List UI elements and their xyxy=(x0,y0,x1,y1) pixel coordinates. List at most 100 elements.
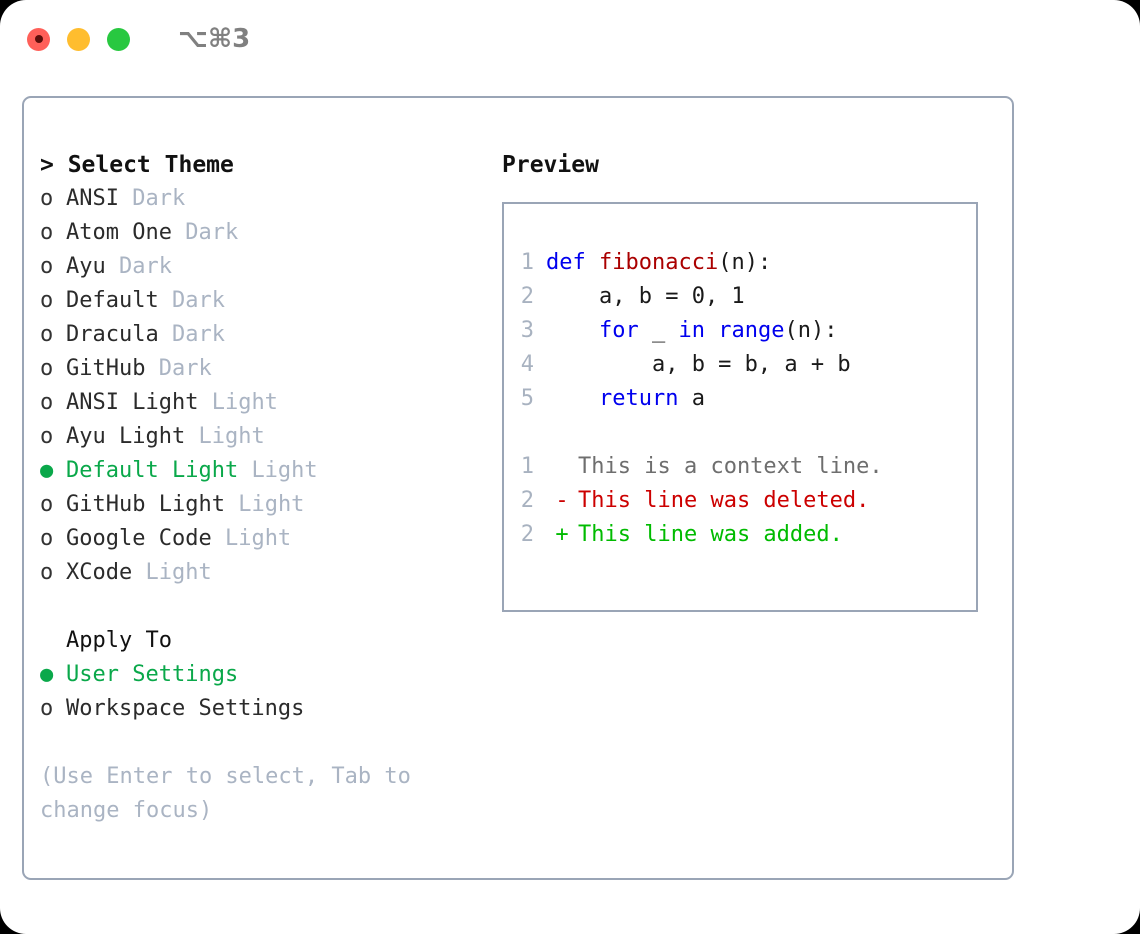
preview-title: Preview xyxy=(502,152,599,178)
code-token-plain: (n): xyxy=(784,318,838,343)
radio-unselected-icon: o xyxy=(40,220,54,245)
radio-unselected-icon: o xyxy=(40,288,54,313)
theme-option-label: Ayu Light xyxy=(66,424,186,449)
diff-marker-context xyxy=(546,450,578,484)
theme-option-label: Google Code xyxy=(66,526,212,551)
theme-option-label: Atom One xyxy=(66,220,172,245)
code-token-kw: in xyxy=(678,318,705,343)
keyboard-shortcut-label: ⌥⌘3 xyxy=(178,24,251,54)
theme-option-ayu-light[interactable]: o Ayu Light Light xyxy=(40,420,490,454)
theme-option-space xyxy=(106,250,119,284)
traffic-lights xyxy=(27,27,130,51)
code-line-number: 3 xyxy=(520,318,534,343)
diff-line-added: 2+This line was added. xyxy=(504,518,976,552)
theme-option-space xyxy=(225,488,238,522)
close-window-icon[interactable] xyxy=(27,27,50,51)
radio-unselected-icon: o xyxy=(40,526,54,551)
theme-option-default-light[interactable]: ●Default Light Light xyxy=(40,454,490,488)
theme-option-variant: Light xyxy=(198,424,265,449)
theme-option-variant: Dark xyxy=(185,220,239,245)
window-titlebar: ⌥⌘3 xyxy=(0,0,1140,78)
theme-option-label: XCode xyxy=(66,560,133,585)
theme-option-label: GitHub Light xyxy=(66,492,225,517)
theme-option-label: GitHub xyxy=(66,356,146,381)
radio-unselected-icon: o xyxy=(40,492,54,517)
theme-option-atom-one[interactable]: o Atom One Dark xyxy=(40,216,490,250)
theme-option-label: Ayu xyxy=(66,254,106,279)
select-theme-header: > Select Theme xyxy=(40,152,234,178)
theme-option-variant: Light xyxy=(251,458,318,483)
theme-option-label: ANSI xyxy=(66,186,119,211)
apply-to-option-workspace-settings[interactable]: o Workspace Settings xyxy=(40,692,490,726)
code-line-number: 5 xyxy=(520,386,534,411)
radio-unselected-icon: o xyxy=(40,254,54,279)
code-line-text: a, b = 0, 1 xyxy=(546,280,745,314)
theme-option-variant: Dark xyxy=(171,322,225,347)
maximize-window-icon[interactable] xyxy=(107,27,130,51)
code-line: 2 a, b = 0, 1 xyxy=(504,280,976,314)
theme-option-ayu[interactable]: o Ayu Dark xyxy=(40,250,490,284)
keyboard-hint-text: (Use Enter to select, Tab to change focu… xyxy=(40,764,425,823)
radio-unselected-icon: o xyxy=(40,560,54,585)
radio-unselected-icon: o xyxy=(40,186,54,211)
code-token-kw: range xyxy=(718,318,785,343)
theme-option-label: Default Light xyxy=(66,458,239,483)
code-token-plain xyxy=(705,318,718,343)
apply-to-list: ●User Settings o Workspace Settings xyxy=(40,658,490,726)
radio-unselected-icon: o xyxy=(40,424,54,449)
code-line: 3 for _ in range(n): xyxy=(504,314,976,348)
apply-to-header: Apply To xyxy=(66,628,172,653)
theme-option-space xyxy=(145,352,158,386)
code-token-plain: a, b = 0, 1 xyxy=(546,284,745,309)
code-line-text: def fibonacci(n): xyxy=(546,246,771,280)
code-line-number: 2 xyxy=(520,284,534,309)
theme-option-variant: Dark xyxy=(158,356,212,381)
theme-option-space xyxy=(159,318,172,352)
apply-to-option-label: User Settings xyxy=(66,662,239,687)
theme-option-space xyxy=(212,522,225,556)
code-token-plain xyxy=(546,318,599,343)
theme-option-label: Dracula xyxy=(66,322,159,347)
minimize-window-icon[interactable] xyxy=(67,27,90,51)
code-token-plain xyxy=(546,386,599,411)
code-token-kw: return xyxy=(598,386,679,411)
theme-option-google-code[interactable]: o Google Code Light xyxy=(40,522,490,556)
apply-to-option-user-settings[interactable]: ●User Settings xyxy=(40,658,490,692)
theme-option-variant: Light xyxy=(224,526,292,551)
radio-unselected-icon: o xyxy=(40,696,54,721)
theme-option-space xyxy=(198,386,211,420)
theme-option-space xyxy=(238,454,251,488)
diff-line-text: This line was added. xyxy=(578,522,843,547)
code-token-plain: (n): xyxy=(718,250,772,275)
panel-spacer xyxy=(40,590,490,624)
code-line-number: 4 xyxy=(520,352,534,377)
hint-spacer xyxy=(40,726,490,760)
theme-option-variant: Light xyxy=(211,390,278,415)
theme-option-variant: Dark xyxy=(171,288,225,313)
radio-unselected-icon: o xyxy=(40,356,54,381)
theme-option-space xyxy=(119,182,132,216)
theme-option-label: ANSI Light xyxy=(66,390,199,415)
code-token-plain: a xyxy=(678,386,705,411)
theme-option-space xyxy=(159,284,172,318)
code-token-plain: _ xyxy=(638,318,679,343)
code-line-text: a, b = b, a + b xyxy=(546,348,851,382)
apply-to-option-label: Workspace Settings xyxy=(66,696,305,721)
diff-marker-deleted: - xyxy=(555,488,569,513)
code-line: 5 return a xyxy=(504,382,976,416)
diff-line-deleted: 2-This line was deleted. xyxy=(504,484,976,518)
theme-option-variant: Dark xyxy=(119,254,172,279)
diff-line-context: 1 This is a context line. xyxy=(504,450,976,484)
theme-option-github[interactable]: o GitHub Dark xyxy=(40,352,490,386)
